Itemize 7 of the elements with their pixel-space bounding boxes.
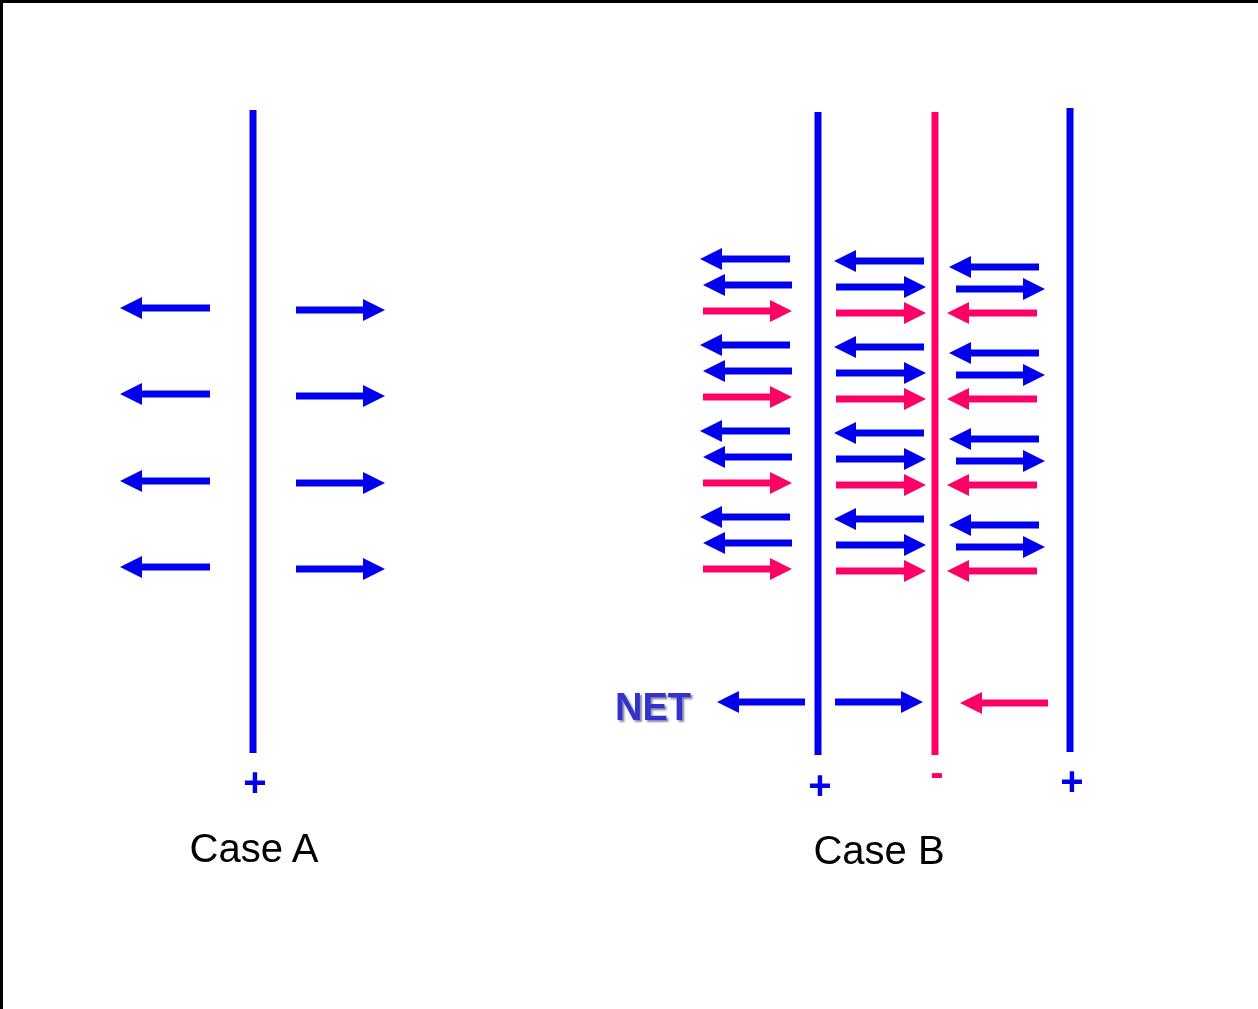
plus-sign: +	[243, 762, 267, 802]
plus-sign: +	[1060, 761, 1084, 801]
minus-sign: -	[930, 752, 944, 792]
case-caption: Case A	[189, 828, 319, 868]
plus-sign: +	[808, 765, 832, 805]
net-label: NET	[615, 688, 691, 726]
case-caption: Case B	[813, 830, 945, 870]
